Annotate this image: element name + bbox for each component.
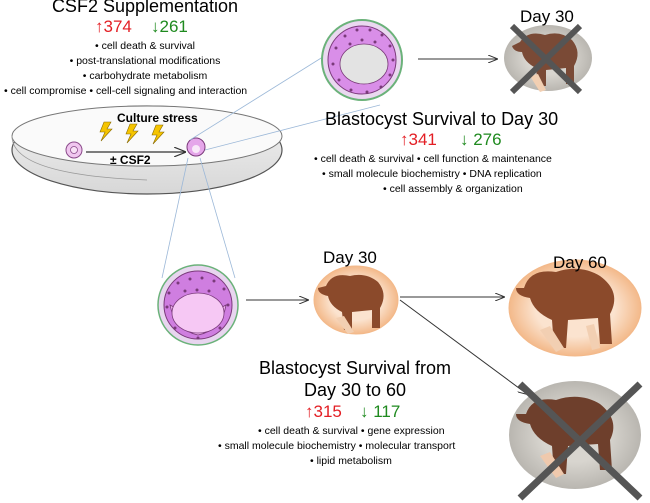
day60-bullet-2: • small molecule biochemistry • molecula… [218,440,456,452]
fetus-day30-icon [313,265,399,335]
fetus-day30-failed-icon [504,23,592,95]
day30-bullet-1: • cell death & survival • cell function … [314,153,552,165]
csf2-bullet-3: • carbohydrate metabolism [82,70,208,82]
day30-down-count: ↓ 276 [460,130,502,149]
blastocyst-large-top [321,19,403,101]
fetus-day60-icon [508,259,642,357]
day30-top-label: Day 30 [520,7,574,26]
day30-bullet-2: • small molecule biochemistry • DNA repl… [322,168,542,180]
small-blastocyst-icon [186,137,206,157]
csf2-down-count: ↓261 [151,17,188,36]
lightning-icon [99,121,165,145]
survival-30-60-title-2: Day 30 to 60 [303,380,407,400]
fetus-day60-failed-icon [509,381,643,501]
blastocyst-large-bottom [157,264,239,346]
day60-down-count: ↓ 117 [360,402,401,421]
day60-bullet-1: • cell death & survival • gene expressio… [258,425,445,437]
arrow-to-day60-failed [399,299,527,394]
day30-bullet-3: • cell assembly & organization [383,183,523,195]
day60-bullet-3: • lipid metabolism [310,455,392,467]
survival-30-60-title-1: Blastocyst Survival from [258,358,452,378]
csf2-label: ± CSF2 [110,153,151,167]
day30-up-count: ↑341 [400,130,437,149]
day60-label: Day 60 [553,253,607,272]
embryo-small-icon [65,141,83,159]
csf2-bullet-2: • post-translational modifications [69,55,221,67]
day60-up-count: ↑315 [305,402,342,421]
csf2-up-count: ↑374 [95,17,132,36]
csf2-bullet-4: • cell compromise • cell-cell signaling … [4,85,248,97]
survival-to-day30-title: Blastocyst Survival to Day 30 [325,109,559,129]
culture-stress-label: Culture stress [117,111,198,125]
day30-bottom-label: Day 30 [323,248,377,267]
csf2-title: CSF2 Supplementation [51,0,239,16]
csf2-bullet-1: • cell death & survival [95,40,195,52]
